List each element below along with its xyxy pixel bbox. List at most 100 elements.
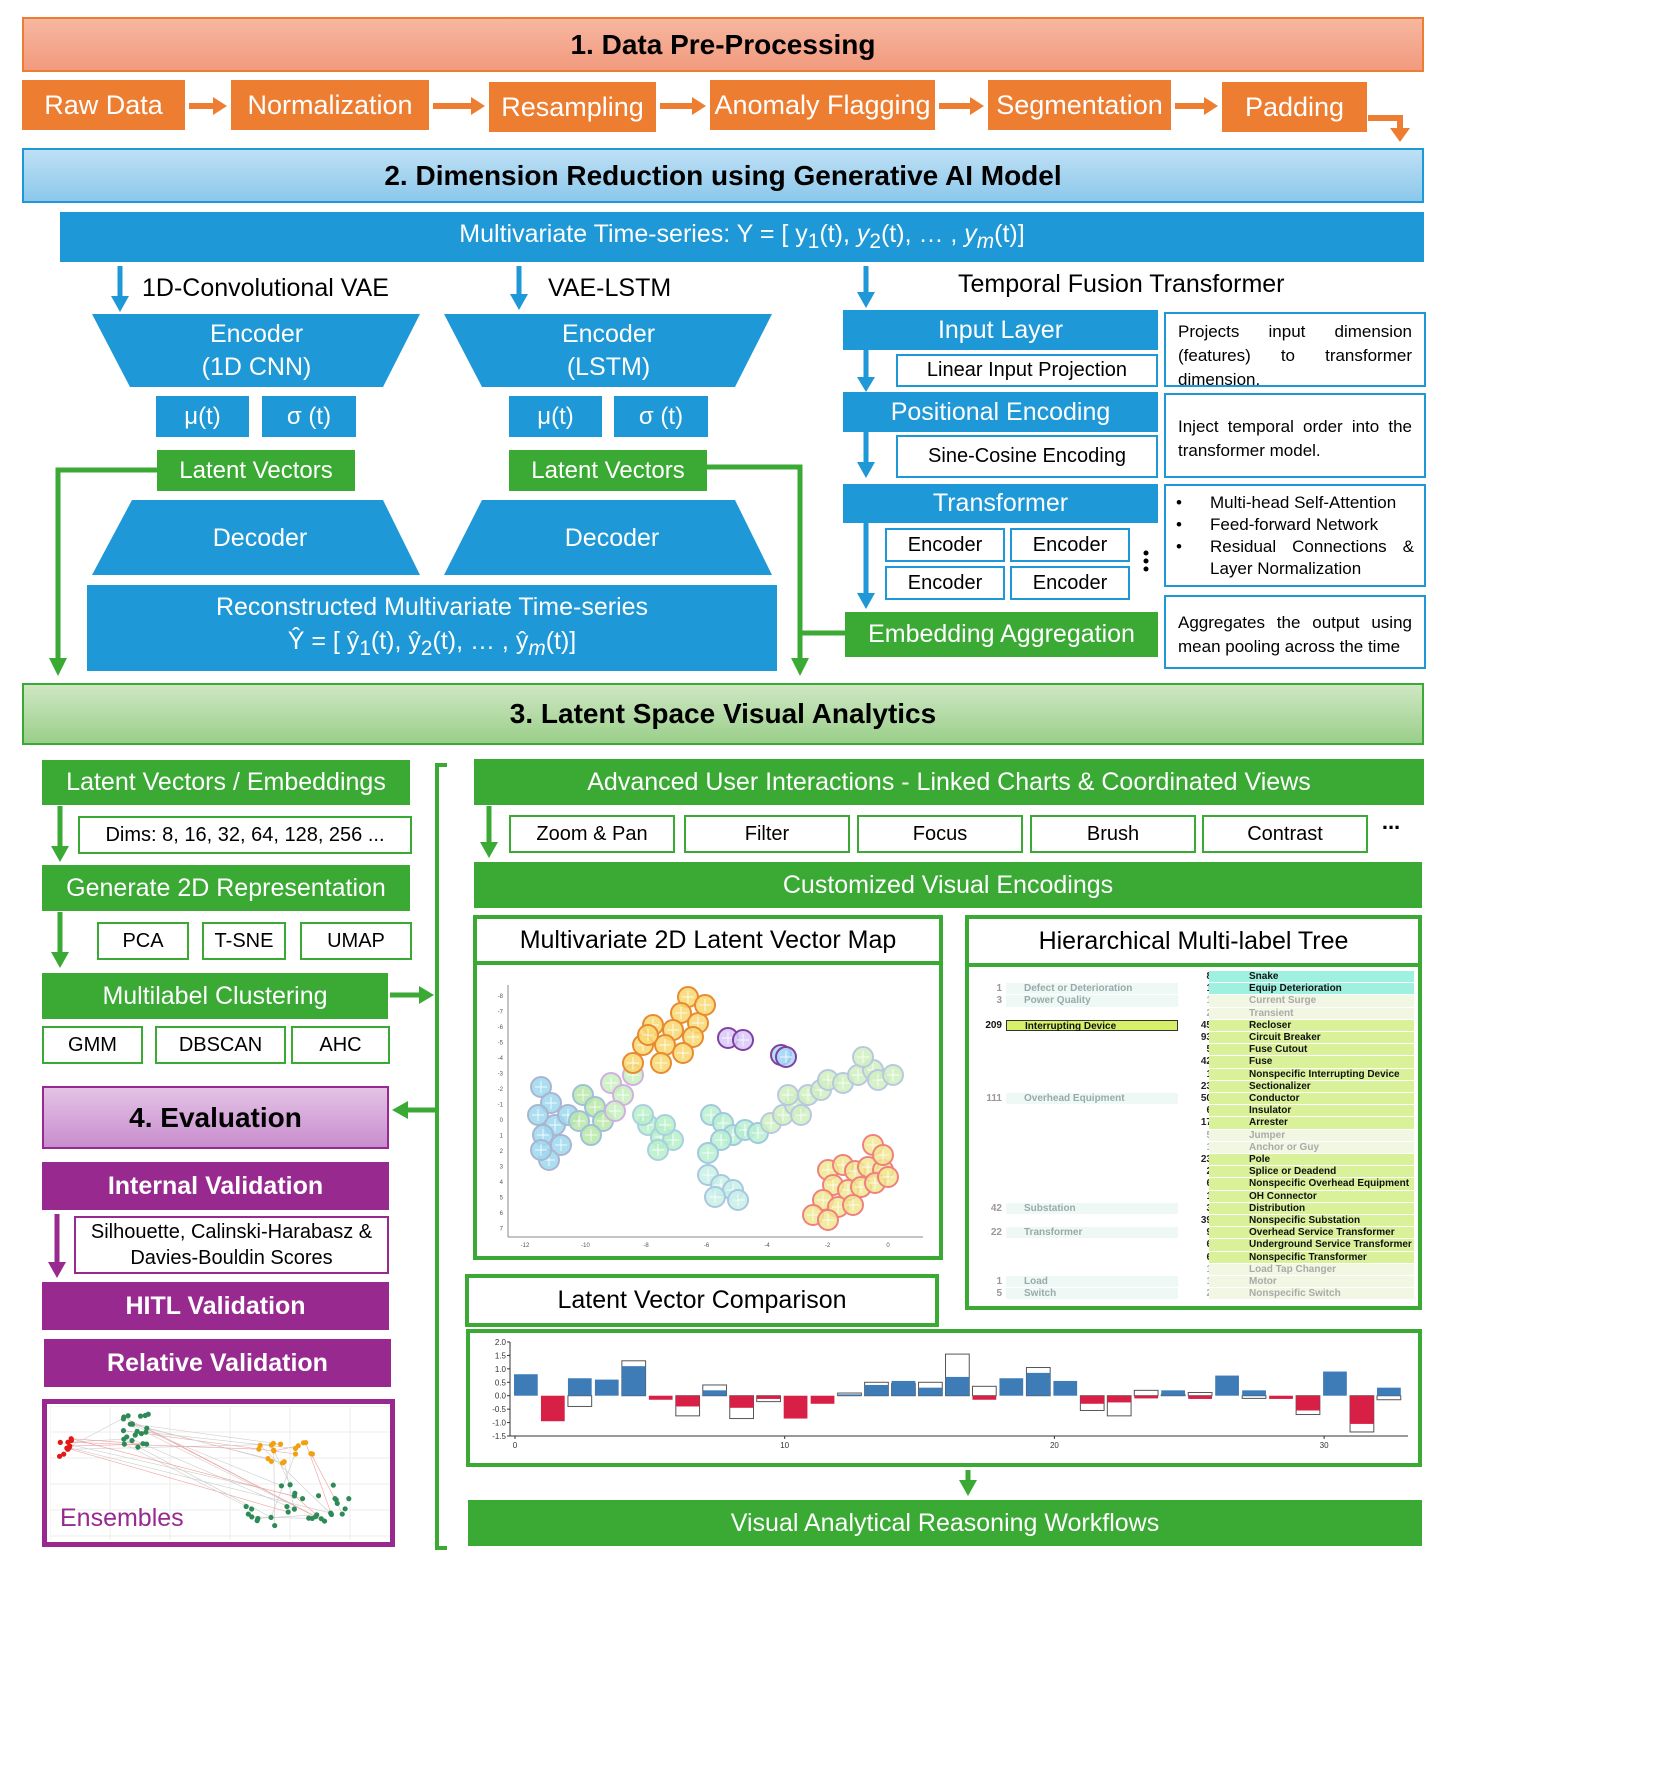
ensembles-plot[interactable] — [50, 1406, 390, 1540]
tree-leaf-count: 50 — [1200, 1093, 1212, 1104]
comparison-title: Latent Vector Comparison — [557, 1286, 847, 1314]
lstm-latent-arrow — [791, 658, 809, 676]
cluster-dbscan[interactable]: DBSCAN — [155, 1026, 286, 1064]
method-pca[interactable]: PCA — [97, 922, 189, 960]
multi-label-tree[interactable]: 8Snake1Equip Deterioration1Current Surge… — [972, 971, 1416, 1306]
chart-y-tick: -1.5 — [492, 1432, 506, 1441]
tree-leaf[interactable]: Nonspecific Overhead Equipment — [1209, 1178, 1414, 1190]
tree-group[interactable]: Transformer — [1006, 1227, 1178, 1239]
tree-group[interactable]: Overhead Equipment — [1006, 1093, 1178, 1105]
ensemble-point — [129, 1421, 135, 1427]
map-y-tick: 4 — [500, 1180, 504, 1186]
transformer-note-text: Feed-forward Network — [1210, 515, 1379, 534]
ensemble-point — [339, 1511, 345, 1517]
tree-group[interactable]: Load — [1006, 1276, 1178, 1288]
tree-group[interactable]: Defect or Deterioration — [1006, 983, 1178, 995]
tree-leaf[interactable]: Underground Service Transformer — [1209, 1239, 1414, 1251]
tree-leaf[interactable]: Fuse — [1209, 1056, 1414, 1068]
note-positional: Inject temporal order into the transform… — [1164, 393, 1426, 478]
tree-leaf-count: 2 — [1182, 1288, 1212, 1300]
tree-leaf[interactable]: Circuit Breaker — [1209, 1032, 1414, 1044]
cnn-latent-arrow — [49, 658, 67, 676]
tree-leaf[interactable]: Motor — [1209, 1276, 1414, 1288]
tree-leaf-count: 2 — [1182, 1008, 1212, 1020]
tree-leaf[interactable]: Load Tap Changer — [1209, 1263, 1414, 1275]
tree-group[interactable]: Power Quality — [1006, 995, 1178, 1007]
tree-leaf[interactable]: Transient — [1209, 1007, 1414, 1019]
transformer-note-item: •Residual Connections & Layer Normalizat… — [1176, 536, 1414, 580]
tree-leaf-count: 6 — [1182, 1105, 1212, 1117]
tree-leaf[interactable]: Snake — [1209, 971, 1414, 983]
method-t-sne[interactable]: T-SNE — [202, 922, 286, 960]
tree-leaf[interactable]: Jumper — [1209, 1129, 1414, 1141]
tree-leaf[interactable]: Overhead Service Transformer — [1209, 1227, 1414, 1239]
tree-leaf[interactable]: Insulator — [1209, 1105, 1414, 1117]
tree-leaf[interactable]: Recloser — [1209, 1019, 1414, 1031]
comparison-bar — [675, 1395, 700, 1407]
tree-leaf[interactable]: Splice or Deadend — [1209, 1166, 1414, 1178]
tft-sine-cosine: Sine-Cosine Encoding — [896, 435, 1158, 478]
ensemble-point — [272, 1522, 278, 1529]
ensemble-point — [61, 1451, 67, 1457]
method-umap[interactable]: UMAP — [300, 922, 412, 960]
ensemble-point — [243, 1503, 249, 1510]
ensemble-point — [66, 1445, 72, 1451]
cnn-decoder-shape — [92, 500, 420, 575]
comparison-bar — [1026, 1372, 1051, 1396]
tree-leaf[interactable]: Distribution — [1209, 1202, 1414, 1214]
comparison-bar — [594, 1379, 619, 1396]
arrow-to-tft — [857, 292, 875, 308]
tree-group[interactable]: Switch — [1006, 1288, 1178, 1300]
reconstructed-box: Reconstructed Multivariate Time-series Ŷ… — [87, 585, 777, 671]
ensemble-point — [129, 1437, 135, 1444]
tree-leaf[interactable]: Current Surge — [1209, 995, 1414, 1007]
comparison-bar — [783, 1395, 808, 1419]
comparison-bar — [918, 1387, 943, 1396]
tree-leaf[interactable]: Nonspecific Transformer — [1209, 1251, 1414, 1263]
tree-leaf[interactable]: Anchor or Guy — [1209, 1141, 1414, 1153]
ensemble-point — [309, 1515, 315, 1522]
ensemble-point — [330, 1482, 336, 1488]
cluster-ahc[interactable]: AHC — [291, 1026, 390, 1064]
interaction-focus[interactable]: Focus — [857, 815, 1023, 853]
tft-title: Temporal Fusion Transformer — [958, 270, 1285, 298]
tree-group[interactable]: Interrupting Device — [1006, 1019, 1178, 1032]
lstm-latent-vectors: Latent Vectors — [509, 450, 707, 491]
cluster-gmm[interactable]: GMM — [42, 1026, 143, 1064]
arrow-to-evaluation — [392, 1101, 408, 1119]
ensemble-point — [57, 1439, 63, 1445]
interactions-bar: Advanced User Interactions - Linked Char… — [474, 759, 1424, 805]
tree-leaf[interactable]: Sectionalizer — [1209, 1080, 1414, 1092]
stage1-title: 1. Data Pre-Processing — [570, 28, 876, 60]
note-transformer-list: •Multi-head Self-Attention•Feed-forward … — [1176, 492, 1414, 580]
step-normalization: Normalization — [231, 80, 429, 130]
interaction-brush[interactable]: Brush — [1030, 815, 1196, 853]
tree-leaf[interactable]: Nonspecific Interrupting Device — [1209, 1068, 1414, 1080]
step-raw-data: Raw Data — [22, 80, 185, 130]
map-x-tick: -4 — [764, 1243, 770, 1249]
tree-leaf[interactable]: Equip Deterioration — [1209, 983, 1414, 995]
tree-leaf[interactable]: Pole — [1209, 1154, 1414, 1166]
tree-leaf[interactable]: Arrester — [1209, 1117, 1414, 1129]
ensemble-point — [254, 1518, 260, 1524]
tree-leaf[interactable]: OH Connector — [1209, 1190, 1414, 1202]
interaction-contrast[interactable]: Contrast — [1202, 815, 1368, 853]
ensemble-point — [249, 1506, 255, 1512]
chart-y-tick: -0.5 — [492, 1405, 506, 1414]
tree-leaf[interactable]: Nonspecific Switch — [1209, 1288, 1414, 1300]
comparison-bar-outline — [1376, 1395, 1402, 1401]
tree-leaf[interactable]: Conductor — [1209, 1093, 1414, 1105]
tree-group[interactable]: Substation — [1006, 1202, 1178, 1214]
tree-leaf[interactable]: Fuse Cutout — [1209, 1044, 1414, 1056]
latent-embeddings-box: Latent Vectors / Embeddings — [42, 760, 410, 805]
interaction-zoom-pan[interactable]: Zoom & Pan — [509, 815, 675, 853]
tree-leaf[interactable]: Nonspecific Substation — [1209, 1215, 1414, 1227]
comparison-bar — [1107, 1395, 1132, 1403]
ensemble-point — [68, 1437, 75, 1444]
comparison-bar — [837, 1394, 862, 1396]
ensemble-point — [245, 1511, 251, 1517]
interaction-filter[interactable]: Filter — [684, 815, 850, 853]
